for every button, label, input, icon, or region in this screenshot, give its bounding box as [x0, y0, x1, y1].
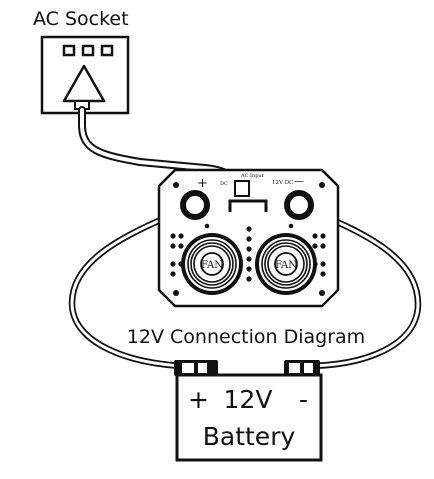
socket-hole-icon — [62, 44, 76, 57]
positive-mark: + — [197, 176, 208, 191]
battery-clamp-negative — [284, 360, 320, 376]
vent-holes — [170, 223, 326, 295]
socket-hole-icon — [100, 44, 114, 57]
ac-input-connector — [234, 180, 250, 197]
battery-cables — [68, 203, 422, 370]
ac-input-bracket — [228, 199, 268, 212]
ac-socket — [40, 35, 130, 115]
diagram-caption: 12V Connection Diagram — [127, 326, 365, 348]
battery-voltage: 12V — [224, 385, 273, 414]
screw-icon — [319, 290, 325, 296]
ac-input-label: AC Input — [240, 173, 264, 179]
screw-icon — [319, 182, 325, 188]
negative-terminal — [284, 190, 314, 220]
battery-minus: - — [299, 385, 308, 414]
battery-icon: + 12V - Battery — [175, 373, 323, 462]
screw-icon — [173, 290, 179, 296]
positive-terminal — [180, 190, 210, 220]
negative-mark: — — [294, 176, 304, 187]
fan-right-icon: FAN — [255, 233, 317, 295]
inverter-panel: + DC AC Input 12V DC — — [157, 168, 340, 308]
battery-clamp-positive — [174, 360, 218, 376]
battery-label: Battery — [203, 422, 296, 451]
screw-icon — [173, 182, 179, 188]
fan-left-icon: FAN — [181, 233, 243, 295]
fan-left-label: FAN — [201, 260, 223, 271]
socket-title: AC Socket — [33, 8, 129, 30]
dc-label-right: 12V DC — [272, 180, 293, 186]
fan-right-label: FAN — [275, 260, 297, 271]
battery-plus: + — [188, 385, 209, 414]
dc-label-left: DC — [220, 181, 228, 187]
socket-hole-icon — [81, 44, 95, 57]
